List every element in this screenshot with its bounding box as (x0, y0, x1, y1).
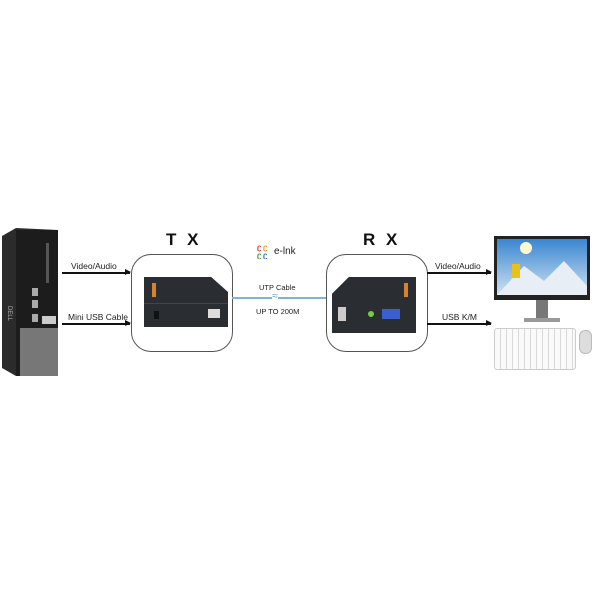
utp-cable-line (232, 297, 326, 299)
tx-box (131, 254, 233, 352)
logo-text: e-lnk (274, 245, 296, 257)
usb-km-label: USB K/M (442, 312, 477, 322)
usb-km-arrow (427, 320, 492, 326)
rx-title: R X (363, 230, 401, 249)
tx-title: T X (166, 230, 202, 249)
svg-text:ʗ: ʗ (257, 243, 262, 252)
pc-tower-image: DELL (2, 228, 58, 376)
distance-label: UP TO 200M (256, 307, 300, 316)
video-audio-label-right: Video/Audio (435, 261, 481, 271)
video-audio-label-left: Video/Audio (71, 261, 117, 271)
monitor-image (494, 236, 590, 326)
mini-usb-label: Mini USB Cable (68, 312, 128, 322)
rx-box (326, 254, 428, 352)
rx-device-image (332, 277, 416, 333)
svg-text:DELL: DELL (6, 306, 12, 322)
utp-cable-label: UTP Cable (259, 283, 296, 292)
mouse-image (579, 330, 592, 354)
svg-text:ʗ: ʗ (263, 251, 268, 259)
svg-text:ʗ: ʗ (263, 243, 268, 252)
tx-device-image (144, 277, 228, 327)
keyboard-image (494, 328, 576, 370)
video-audio-arrow-left (62, 269, 131, 275)
e-link-logo: ʗ ʗ ʗ ʗ e-lnk (257, 243, 296, 259)
svg-text:ʗ: ʗ (257, 251, 262, 259)
video-audio-arrow-right (427, 269, 492, 275)
logo-mark-icon: ʗ ʗ ʗ ʗ (257, 243, 268, 259)
mini-usb-arrow (62, 320, 131, 326)
cable-break-icon: ≈ (272, 291, 278, 302)
